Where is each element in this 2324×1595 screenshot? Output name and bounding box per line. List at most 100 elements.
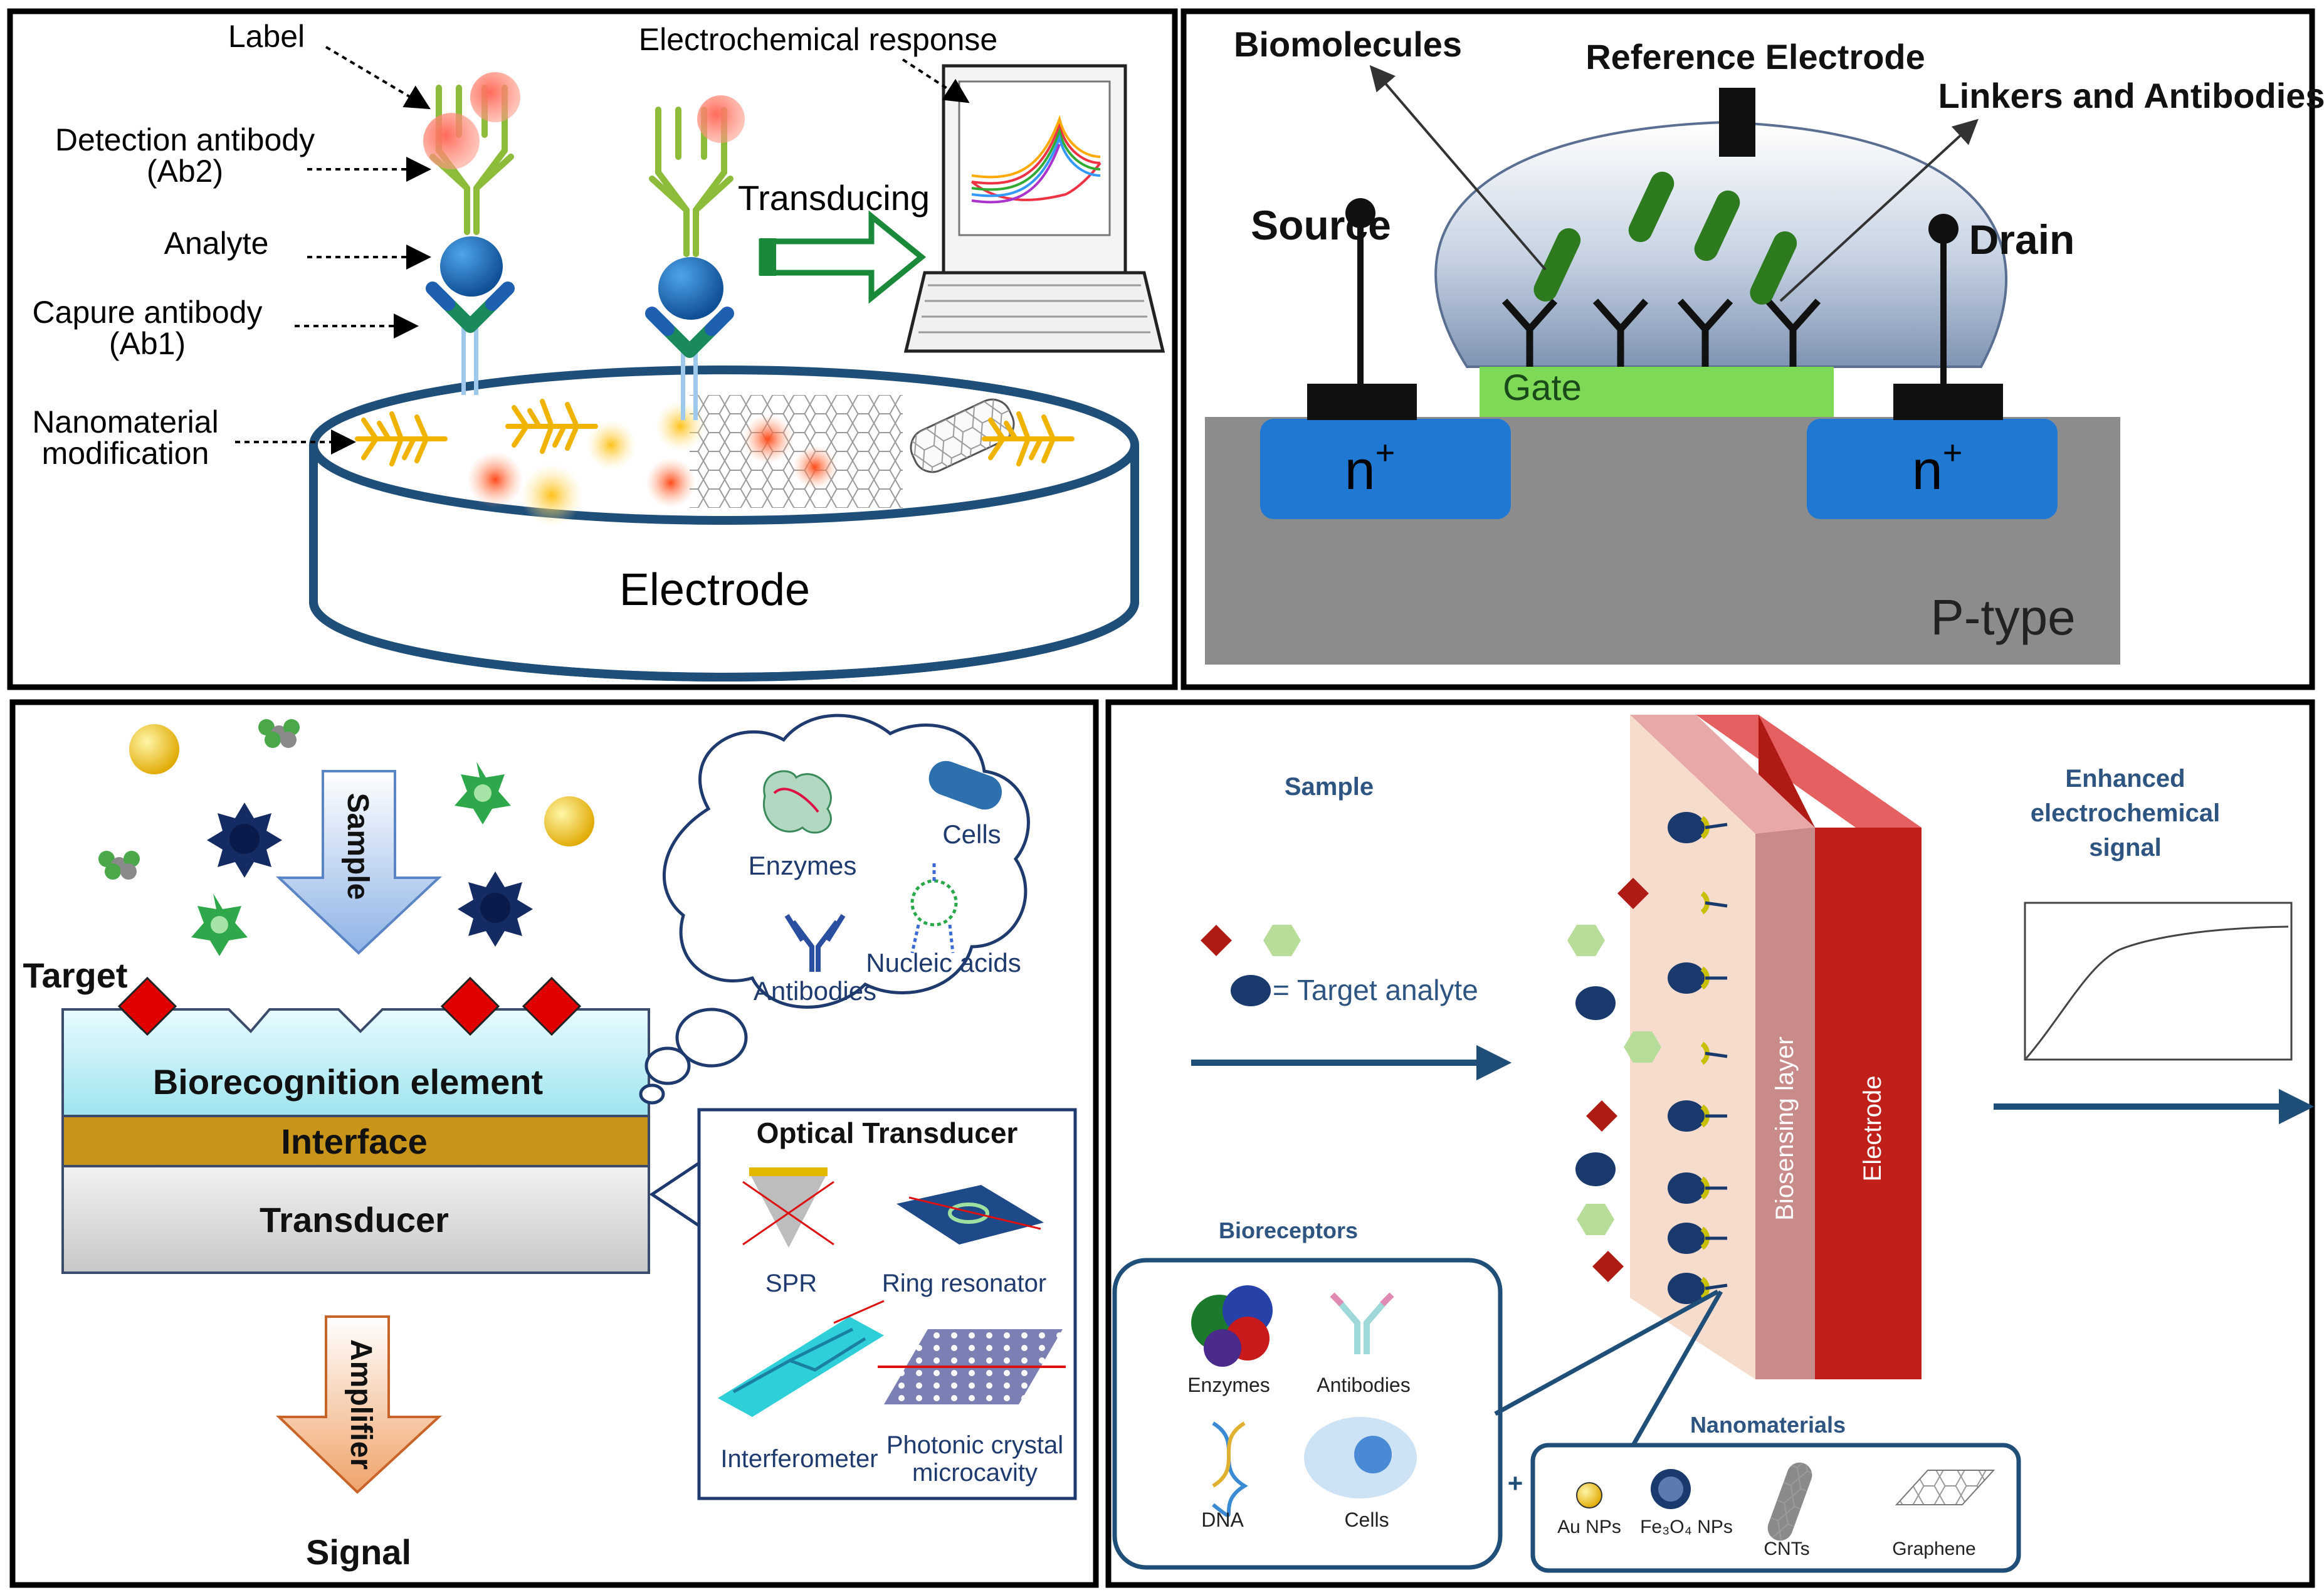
amplifier-label: Amplifier <box>344 1339 377 1470</box>
panel-a-electrochemical-immunosensor: Electrode <box>7 8 1178 690</box>
spr-icon <box>742 1167 834 1248</box>
label-text: Label <box>228 19 305 54</box>
optical-transducer-title: Optical Transducer <box>757 1117 1018 1149</box>
ring-resonator-icon <box>896 1185 1044 1245</box>
leader-line <box>325 46 431 110</box>
detection-antibody-label-2: (Ab2) <box>147 154 223 189</box>
target-analyte-label: = Target analyte <box>1273 974 1478 1006</box>
label-glow <box>423 113 480 169</box>
sandwich-complex-1 <box>423 72 520 395</box>
graphene-label: Graphene <box>1892 1539 1975 1559</box>
fe3o4-nps-label: Fe₃O₄ NPs <box>1640 1517 1733 1537</box>
gold-particle <box>544 796 594 846</box>
antibodies-label: Antibodies <box>1317 1374 1410 1396</box>
n-plus-label: n+ <box>1345 434 1396 501</box>
star-particle <box>458 871 533 947</box>
linkers-antibodies-label: Linkers and Antibodies <box>1938 76 2324 115</box>
nucleic-acid-icon <box>910 862 958 954</box>
panel-b-fet-biosensor: P-type n+ n+ Gate <box>1180 8 2324 690</box>
sample-label: Sample <box>341 793 374 900</box>
sample-arrow <box>1191 1045 1512 1081</box>
enzymes-label: Enzymes <box>749 851 857 880</box>
target-diamond <box>117 976 582 1036</box>
cells-label: Cells <box>942 819 1001 849</box>
cyclic-voltammogram <box>970 115 1102 204</box>
graphene-icon <box>690 395 903 508</box>
dendrite-icon <box>982 411 1075 466</box>
antibody-icon <box>784 913 846 972</box>
gold-particle <box>129 724 179 774</box>
leader-line <box>1369 65 1547 271</box>
legend-diamond <box>1201 925 1232 956</box>
nanoparticle-glow <box>655 401 705 451</box>
capture-antibody-label-2: (Ab1) <box>109 326 186 361</box>
biosensing-layer-label: Biosensing layer <box>1771 1036 1799 1221</box>
enzyme-icon <box>1191 1285 1273 1367</box>
cnts-label: CNTs <box>1764 1539 1809 1559</box>
linker-antibodies <box>1501 298 1821 367</box>
p-type-label: P-type <box>1930 589 2075 645</box>
cell-icon <box>928 761 1002 810</box>
biomolecules-icon <box>1533 171 1797 305</box>
sample-label: Sample <box>1285 773 1374 801</box>
electrode-slab <box>1815 828 1922 1379</box>
antibody-icon <box>649 107 733 257</box>
leader-line <box>1779 118 1979 302</box>
free-species <box>1567 878 1661 1282</box>
graphene-icon <box>1895 1470 1995 1505</box>
nanoparticle-glow <box>646 458 696 508</box>
legend-hexagon <box>1263 925 1301 956</box>
nanoparticle-glow <box>520 464 583 527</box>
sandwich-complex-2 <box>645 95 745 420</box>
enhanced-signal-label-3: signal <box>2089 834 2162 861</box>
nanoparticle-glow <box>743 414 793 464</box>
photonic-crystal-label: Photonic crystal <box>886 1431 1063 1459</box>
spr-label: SPR <box>765 1270 817 1297</box>
laptop-icon <box>903 64 1165 353</box>
electrode-label: Electrode <box>619 565 810 615</box>
biosensing-layer-slab <box>1755 828 1815 1379</box>
nanoparticle-glow <box>793 445 837 489</box>
enzymes-label: Enzymes <box>1187 1374 1270 1396</box>
ring-resonator-label: Ring resonator <box>882 1270 1046 1297</box>
analyte-sphere-icon <box>658 257 723 320</box>
signal-curve-plot <box>2024 902 2293 1061</box>
interferometer-icon <box>718 1300 885 1417</box>
reference-electrode-icon <box>1719 88 1755 157</box>
bioreceptors-title: Bioreceptors <box>1219 1218 1358 1243</box>
photonic-crystal-icon <box>878 1329 1066 1404</box>
bioreceptors-box <box>1112 1258 1503 1570</box>
detection-antibody-label: Detection antibody <box>55 122 315 157</box>
electrochemical-response-label: Electrochemical response <box>639 22 998 57</box>
nanoparticle-glow <box>586 420 636 470</box>
gate-region <box>1480 367 1834 417</box>
panel-d-nanomaterial-biosensor: Biosensing layer Electrode Sample <box>1105 699 2315 1588</box>
au-np-icon <box>1576 1482 1602 1508</box>
transducer-layer <box>61 1165 650 1274</box>
star-particle <box>207 803 282 878</box>
cells-label: Cells <box>1344 1508 1389 1531</box>
n-plus-label: n+ <box>1912 434 1963 501</box>
label-glow <box>697 95 745 143</box>
biomolecules-label: Biomolecules <box>1234 24 1462 64</box>
dendrite-icon <box>505 399 598 454</box>
surface-receptors <box>1668 812 1728 1304</box>
enhanced-signal-label-2: electrochemical <box>2031 799 2220 827</box>
panel-c-optical-biosensor: Sample Biorecognition element Interface … <box>9 699 1099 1588</box>
label-glow <box>470 72 520 122</box>
capture-antibody-label: Capure antibody <box>33 295 263 330</box>
source-n-region <box>1260 419 1511 519</box>
au-nps-label: Au NPs <box>1557 1517 1621 1537</box>
molecule-cluster <box>258 719 300 748</box>
dna-icon <box>1212 1421 1248 1517</box>
connector-line <box>1494 1289 1719 1416</box>
amplifier-arrow <box>276 1315 443 1494</box>
nanomaterials-title: Nanomaterials <box>1690 1412 1846 1438</box>
interferometer-label: Interferometer <box>720 1445 878 1473</box>
electrode-label: Electrode <box>1859 1076 1886 1182</box>
biorecognition-label: Biorecognition element <box>153 1062 543 1102</box>
nanomaterial-label: Nanomaterial <box>32 404 218 440</box>
dendrite-icon <box>355 411 448 466</box>
nanotube-icon <box>910 398 1015 473</box>
